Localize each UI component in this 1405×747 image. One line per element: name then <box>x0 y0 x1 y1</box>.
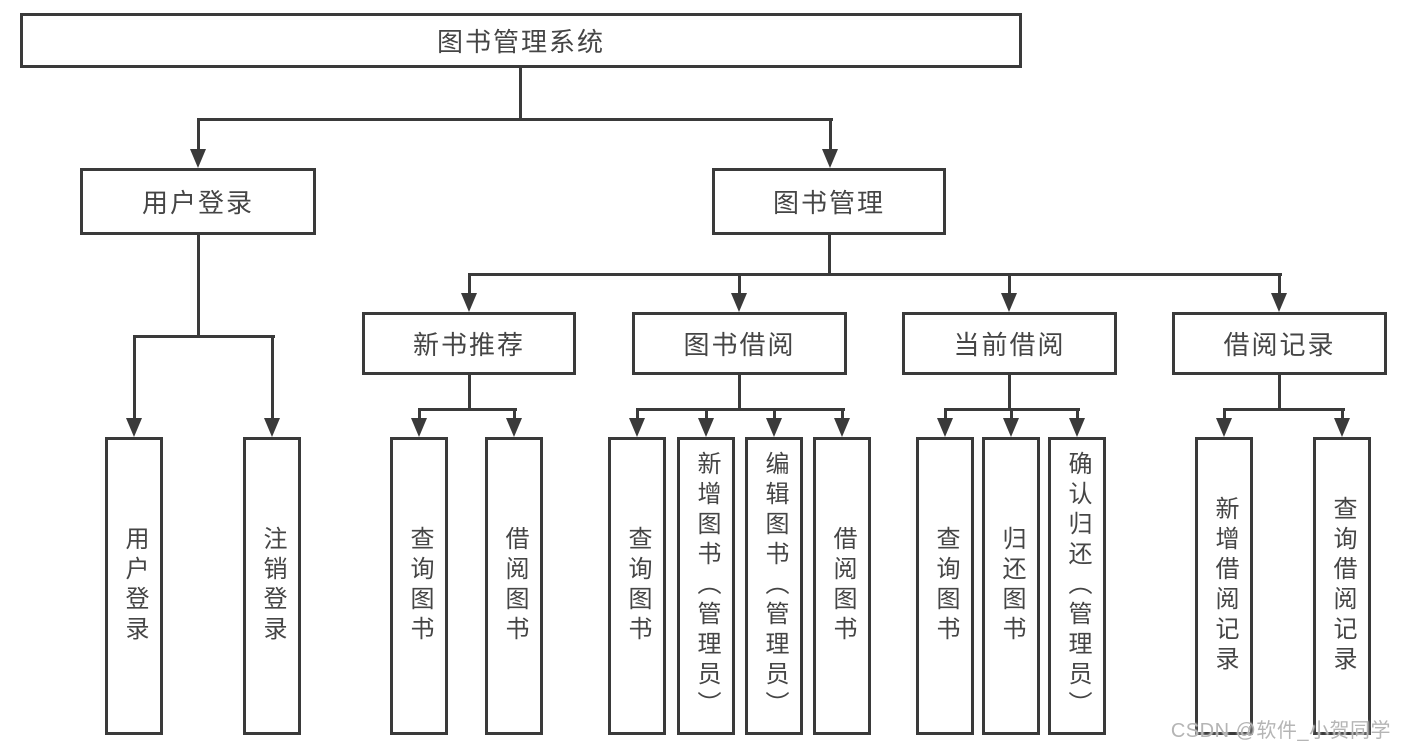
watermark: CSDN @软件_小贺同学 <box>1170 720 1391 742</box>
connector-drop-leaf-logout <box>271 335 274 419</box>
leaf-user-login: 用户登录 <box>105 437 163 735</box>
leaf-current-return-books-label: 归还图书 <box>998 526 1025 646</box>
connector-drop-book-borrow <box>738 273 741 294</box>
arrow-recommend-borrow <box>506 418 522 437</box>
connector-records-rail <box>1223 408 1345 411</box>
connector-drop-new-book-recommend <box>468 273 471 294</box>
leaf-records-query-record-label: 查询借阅记录 <box>1329 496 1356 676</box>
leaf-borrow-add-books-admin: 新增图书（管理员） <box>677 437 735 735</box>
connector-drop-book-management <box>829 118 832 151</box>
connector-records-stem <box>1278 375 1281 411</box>
leaf-borrow-edit-books-admin-label: 编辑图书（管理员） <box>761 451 788 721</box>
connector-book-management-stem <box>828 235 831 276</box>
leaf-records-add-record-label: 新增借阅记录 <box>1211 496 1238 676</box>
leaf-logout-label: 注销登录 <box>259 526 286 646</box>
leaf-records-query-record: 查询借阅记录 <box>1313 437 1371 735</box>
leaf-current-query-books: 查询图书 <box>916 437 974 735</box>
connector-user-login-rail <box>133 335 275 338</box>
connector-drop-borrow-query <box>636 408 639 420</box>
node-book-borrow: 图书借阅 <box>632 312 847 375</box>
connector-drop-current-confirm <box>1076 408 1079 420</box>
node-book-management: 图书管理 <box>712 168 946 235</box>
leaf-borrow-borrow-books-label: 借阅图书 <box>829 526 856 646</box>
connector-drop-recommend-borrow <box>513 408 516 420</box>
leaf-current-confirm-return-admin: 确认归还（管理员） <box>1048 437 1106 735</box>
leaf-recommend-query-books: 查询图书 <box>390 437 448 735</box>
connector-drop-borrow-records <box>1278 273 1281 294</box>
leaf-records-add-record: 新增借阅记录 <box>1195 437 1253 735</box>
leaf-borrow-edit-books-admin: 编辑图书（管理员） <box>745 437 803 735</box>
connector-drop-leaf-user-login <box>133 335 136 419</box>
connector-recommend-rail <box>418 408 517 411</box>
connector-recommend-stem <box>468 375 471 411</box>
arrow-recommend-query <box>411 418 427 437</box>
connector-root-rail <box>197 118 833 121</box>
arrow-borrow-add <box>698 418 714 437</box>
arrow-current-return <box>1003 418 1019 437</box>
connector-drop-current-return <box>1010 408 1013 420</box>
arrow-leaf-user-login <box>126 418 142 437</box>
leaf-logout: 注销登录 <box>243 437 301 735</box>
arrow-records-query <box>1334 418 1350 437</box>
arrow-book-management <box>822 149 838 168</box>
leaf-current-query-books-label: 查询图书 <box>932 526 959 646</box>
leaf-user-login-label: 用户登录 <box>121 526 148 646</box>
arrow-current-borrow <box>1001 293 1017 312</box>
leaf-recommend-borrow-books-label: 借阅图书 <box>501 526 528 646</box>
node-new-book-recommend: 新书推荐 <box>362 312 576 375</box>
arrow-new-book-recommend <box>461 293 477 312</box>
connector-borrow-stem <box>738 375 741 411</box>
arrow-leaf-logout <box>264 418 280 437</box>
arrow-borrow-borrow <box>834 418 850 437</box>
connector-drop-borrow-borrow <box>841 408 844 420</box>
arrow-user-login <box>190 149 206 168</box>
node-borrow-records: 借阅记录 <box>1172 312 1387 375</box>
leaf-borrow-add-books-admin-label: 新增图书（管理员） <box>693 451 720 721</box>
connector-level3-rail <box>468 273 1282 276</box>
connector-drop-current-query <box>944 408 947 420</box>
connector-drop-records-add <box>1223 408 1226 420</box>
leaf-current-return-books: 归还图书 <box>982 437 1040 735</box>
connector-drop-current-borrow <box>1008 273 1011 294</box>
leaf-current-confirm-return-admin-label: 确认归还（管理员） <box>1064 451 1091 721</box>
connector-user-login-stem <box>197 235 200 338</box>
arrow-borrow-records <box>1271 293 1287 312</box>
leaf-borrow-query-books-label: 查询图书 <box>624 526 651 646</box>
connector-drop-records-query <box>1341 408 1344 420</box>
connector-current-stem <box>1008 375 1011 411</box>
node-library-management-system: 图书管理系统 <box>20 13 1022 68</box>
arrow-book-borrow <box>731 293 747 312</box>
connector-drop-user-login <box>197 118 200 151</box>
node-user-login: 用户登录 <box>80 168 316 235</box>
connector-drop-borrow-edit <box>773 408 776 420</box>
arrow-records-add <box>1216 418 1232 437</box>
arrow-borrow-edit <box>766 418 782 437</box>
leaf-recommend-borrow-books: 借阅图书 <box>485 437 543 735</box>
leaf-borrow-query-books: 查询图书 <box>608 437 666 735</box>
arrow-current-confirm <box>1069 418 1085 437</box>
arrow-borrow-query <box>629 418 645 437</box>
arrow-current-query <box>937 418 953 437</box>
connector-root-stem <box>519 68 522 118</box>
connector-borrow-rail <box>636 408 845 411</box>
node-current-borrow: 当前借阅 <box>902 312 1117 375</box>
connector-drop-recommend-query <box>418 408 421 420</box>
leaf-recommend-query-books-label: 查询图书 <box>406 526 433 646</box>
connector-drop-borrow-add <box>705 408 708 420</box>
leaf-borrow-borrow-books: 借阅图书 <box>813 437 871 735</box>
